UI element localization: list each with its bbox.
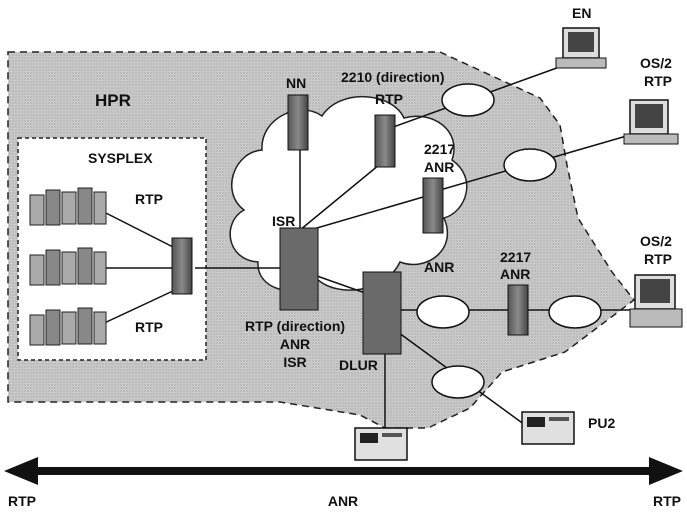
rtp-direction-node-icon	[279, 227, 319, 311]
os2-top-rtp-label: RTP	[644, 73, 672, 89]
link-ellipse	[548, 295, 602, 329]
os2-bottom-rtp-label: RTP	[644, 251, 672, 267]
router-2217-top-icon	[422, 177, 444, 234]
router-2217-mid-icon	[507, 284, 529, 336]
node-2217-top-anr-label: ANR	[424, 159, 454, 175]
link-ellipse	[503, 148, 557, 182]
mainframe-icon	[29, 247, 107, 286]
sysplex-rtp-upper-label: RTP	[135, 191, 163, 207]
en-label: EN	[572, 5, 591, 21]
mainframe-icon	[29, 187, 107, 226]
workstation-en-icon	[555, 27, 607, 69]
arrow-right-label: RTP	[653, 493, 681, 509]
terminal-device-icon	[354, 427, 408, 461]
router-sysplex-icon	[171, 237, 193, 295]
link-ellipse	[441, 83, 495, 117]
pu2-label: PU2	[588, 415, 615, 431]
link-ellipses	[416, 83, 602, 399]
node-2217-mid-anr-label: ANR	[500, 266, 530, 282]
cloud-isr-label: ISR	[272, 213, 295, 229]
cloud-anr-label: ANR	[424, 259, 454, 275]
node-2210-rtp-label: RTP	[375, 91, 403, 107]
nn-label: NN	[286, 75, 306, 91]
router-2210-icon	[374, 114, 396, 168]
dlur-label: DLUR	[339, 357, 378, 373]
sysplex-rtp-lower-label: RTP	[135, 319, 163, 335]
rtp-direction-isr-label: ISR	[283, 354, 306, 370]
workstation-os2-bottom-icon	[629, 274, 683, 328]
workstation-os2-top-icon	[623, 99, 679, 145]
rtp-anr-double-arrow	[4, 457, 683, 485]
rtp-direction-label: RTP (direction)	[245, 318, 345, 334]
link-ellipse	[431, 365, 485, 399]
rtp-direction-anr-label: ANR	[280, 336, 310, 352]
link-ellipse	[416, 295, 470, 329]
node-2210-label: 2210 (direction)	[341, 69, 444, 85]
dlur-node-icon	[362, 271, 402, 355]
node-2217-top-label: 2217	[424, 141, 455, 157]
arrow-center-label: ANR	[328, 493, 358, 509]
router-nn-icon	[287, 94, 309, 151]
mainframe-icon	[29, 307, 107, 346]
node-2217-mid-label: 2217	[500, 249, 531, 265]
os2-bottom-label: OS/2	[640, 233, 672, 249]
hpr-label: HPR	[95, 91, 131, 110]
arrow-left-label: RTP	[8, 493, 36, 509]
pu2-device-icon	[521, 411, 575, 445]
sysplex-label: SYSPLEX	[88, 150, 153, 166]
os2-top-label: OS/2	[640, 55, 672, 71]
